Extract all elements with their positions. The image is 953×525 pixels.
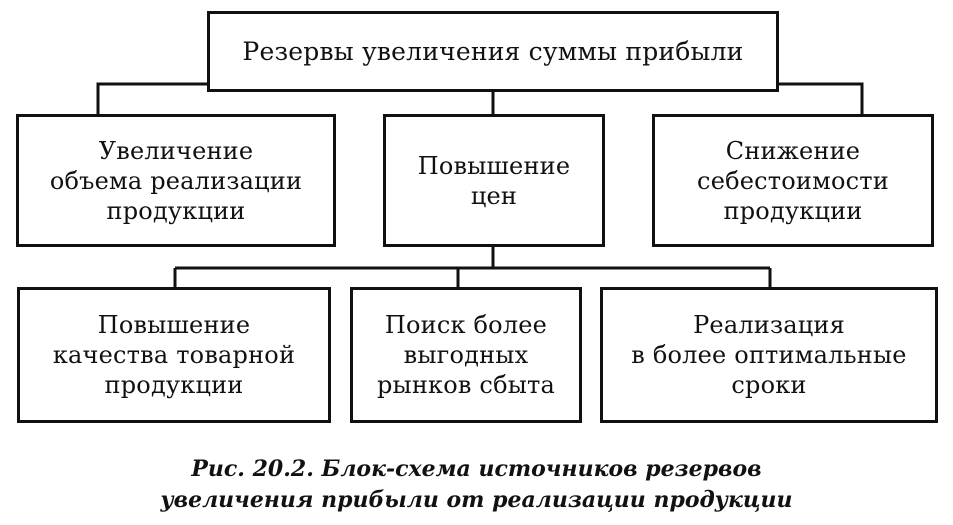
box-line: продукции <box>106 196 246 225</box>
box-line: сроки <box>731 371 807 399</box>
box-optimal-timing: Реализация в более оптимальные сроки <box>600 287 938 423</box>
box-price-increase: Повышение цен <box>383 114 605 247</box>
root-box-line: Резервы увеличения суммы прибыли <box>242 36 744 66</box>
figure-caption: Рис. 20.2. Блок-схема источников резерво… <box>0 454 953 516</box>
root-box: Резервы увеличения суммы прибыли <box>207 11 779 92</box>
caption-line-2: увеличения прибыли от реализации продукц… <box>160 487 793 513</box>
box-line: качества товарной <box>52 341 296 369</box>
box-line: Поиск более <box>384 311 548 339</box>
box-sales-volume-increase: Увеличение объема реализации продукции <box>16 114 336 247</box>
box-line: Повышение <box>97 311 251 339</box>
block-diagram: Резервы увеличения суммы прибыли Увеличе… <box>16 11 938 423</box>
box-quality-improvement: Повышение качества товарной продукции <box>17 287 331 423</box>
connector-root-right <box>776 82 864 116</box>
box-line: Повышение <box>417 151 571 180</box>
box-line: объема реализации <box>49 166 303 195</box>
box-line: продукции <box>723 196 863 225</box>
box-line: рынков сбыта <box>376 371 556 399</box>
box-line: Увеличение <box>98 136 254 165</box>
box-cost-reduction: Снижение себестоимости продукции <box>652 114 934 247</box>
box-line: себестоимости <box>697 166 889 195</box>
connector-lines <box>96 82 864 289</box>
box-line: цен <box>470 181 518 210</box>
box-line: Реализация <box>693 311 845 339</box>
caption-line-1: Рис. 20.2. Блок-схема источников резерво… <box>191 456 762 482</box>
box-better-markets: Поиск более выгодных рынков сбыта <box>350 287 582 423</box>
box-line: выгодных <box>403 341 529 369</box>
connector-root-left <box>96 82 210 116</box>
box-line: Снижение <box>725 136 861 165</box>
box-line: в более оптимальные <box>631 341 907 369</box>
box-line: продукции <box>104 371 244 399</box>
